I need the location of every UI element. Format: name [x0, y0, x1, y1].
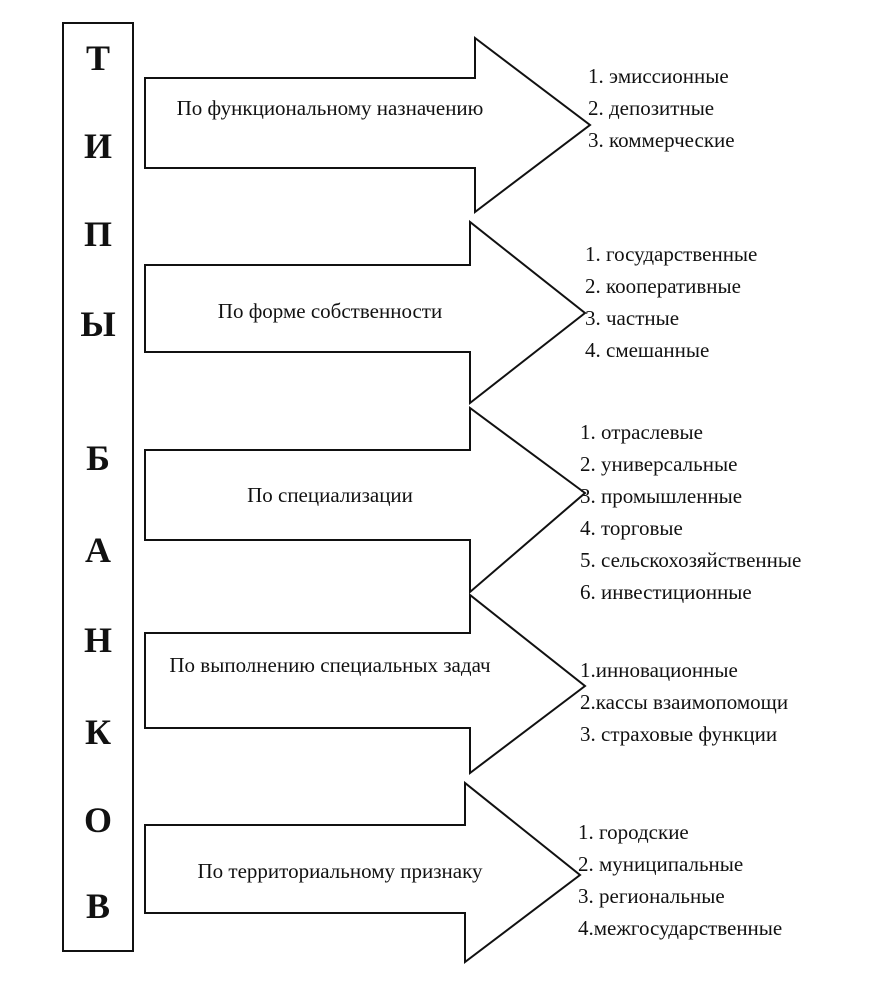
title-letter: К [84, 712, 112, 752]
arrow-label: По функциональному назначению [176, 96, 484, 120]
list-item: 3. страховые функции [580, 722, 778, 746]
list-item: 5. сельскохозяйственные [580, 548, 802, 572]
list-item: 4. торговые [580, 516, 683, 540]
arrow-special-tasks [144, 592, 587, 776]
title-letter: И [83, 126, 112, 166]
arrow-territorial [144, 780, 582, 965]
title-letter: П [83, 214, 112, 254]
list-item: 2. депозитные [588, 96, 715, 120]
list-item: 1. государственные [585, 242, 758, 266]
list-territorial: 1. городские 2. муниципальные 3. региона… [578, 816, 782, 944]
types-of-banks-vertical-title: Т И П Ы Б А Н К О В [62, 22, 134, 952]
list-specialization: 1. отраслевые 2. универсальные 3. промыш… [580, 416, 801, 608]
list-item: 2. универсальные [580, 452, 738, 476]
list-special-tasks: 1.инновационные 2.кассы взаимопомощи 3. … [580, 654, 788, 750]
list-item: 4.межгосударственные [578, 916, 783, 940]
list-ownership-form: 1. государственные 2. кооперативные 3. ч… [585, 238, 757, 366]
list-item: 2. кооперативные [585, 274, 741, 298]
list-item: 3. региональные [578, 884, 725, 908]
arrow-ownership-form [144, 219, 587, 406]
arrow-label: По специализации [247, 483, 413, 507]
list-item: 3. промышленные [580, 484, 743, 508]
arrow-functional-purpose [144, 35, 592, 215]
arrow-label: По выполнению специальных задач [169, 653, 491, 677]
arrow-label: По территориальному признаку [197, 859, 483, 883]
list-item: 1.инновационные [580, 658, 738, 682]
title-letter: А [85, 530, 111, 570]
arrow-label: По форме собственности [217, 299, 443, 323]
list-item: 1. эмиссионные [588, 64, 729, 88]
list-item: 1. отраслевые [580, 420, 703, 444]
list-item: 3. частные [585, 306, 680, 330]
title-letter: Т [85, 38, 110, 78]
title-letter: В [85, 886, 110, 926]
list-item: 2.кассы взаимопомощи [580, 690, 789, 714]
list-functional-purpose: 1. эмиссионные 2. депозитные 3. коммерче… [588, 60, 735, 156]
list-item: 1. городские [578, 820, 689, 844]
title-letter: Ы [80, 304, 116, 344]
list-item: 4. смешанные [585, 338, 710, 362]
list-item: 6. инвестиционные [580, 580, 752, 604]
list-item: 3. коммерческие [588, 128, 735, 152]
title-letter: Н [83, 620, 112, 660]
list-item: 2. муниципальные [578, 852, 744, 876]
title-letter: О [83, 800, 112, 840]
arrow-specialization [144, 406, 587, 595]
title-letter: Б [86, 438, 110, 478]
